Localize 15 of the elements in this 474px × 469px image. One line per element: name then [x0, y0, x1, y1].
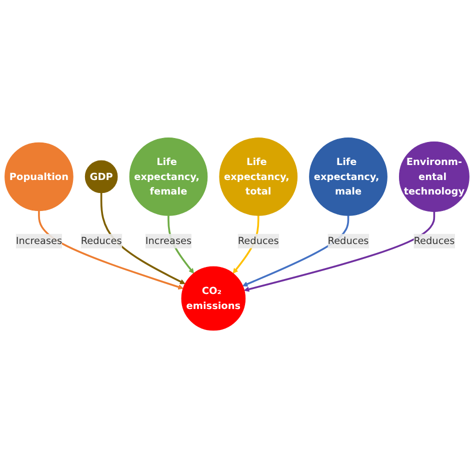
node-circle: Environm-ental technology [398, 142, 470, 212]
node-circle: Life expectancy, male [309, 138, 388, 216]
edge-label: Increases [16, 235, 62, 247]
edge-label: Reduces [328, 235, 369, 247]
node-circle: GDP [84, 160, 118, 194]
edge-label: Reduces [80, 235, 122, 247]
arrow [38, 211, 184, 290]
arrow [244, 212, 436, 292]
edge-label: Reduces [414, 235, 455, 247]
node-circle: Life expectancy, female [129, 138, 208, 216]
node-circle: Popualtion [4, 142, 74, 212]
node-circle: Life expectancy, total [219, 138, 298, 216]
node-circle: CO₂ emissions [181, 266, 246, 332]
edge-label: Increases [145, 235, 192, 247]
edge-label: Reduces [238, 235, 279, 247]
